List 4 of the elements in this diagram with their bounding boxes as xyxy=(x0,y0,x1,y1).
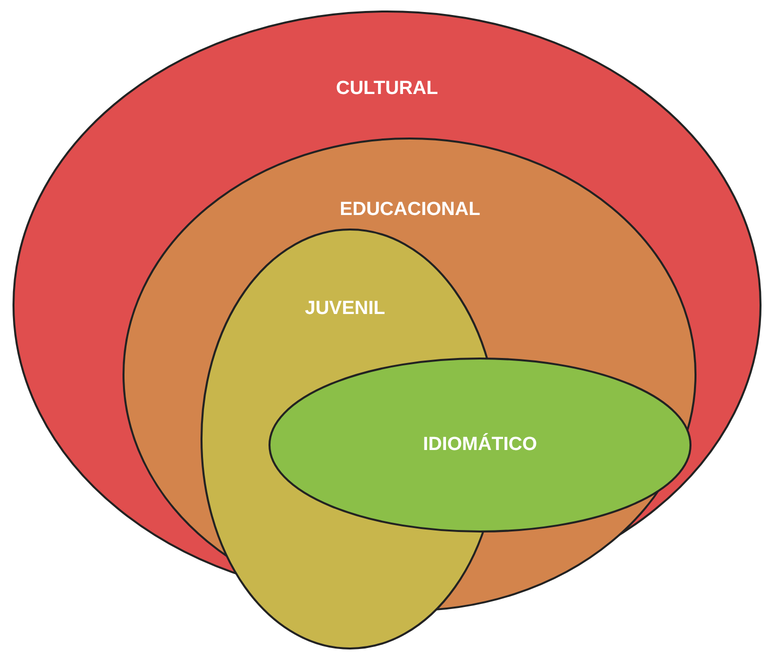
set-label: IDIOMÁTICO xyxy=(423,434,537,456)
set-label: EDUCACIONAL xyxy=(340,199,480,221)
set-label: JUVENIL xyxy=(304,298,386,320)
set-label: CULTURAL xyxy=(336,78,438,100)
